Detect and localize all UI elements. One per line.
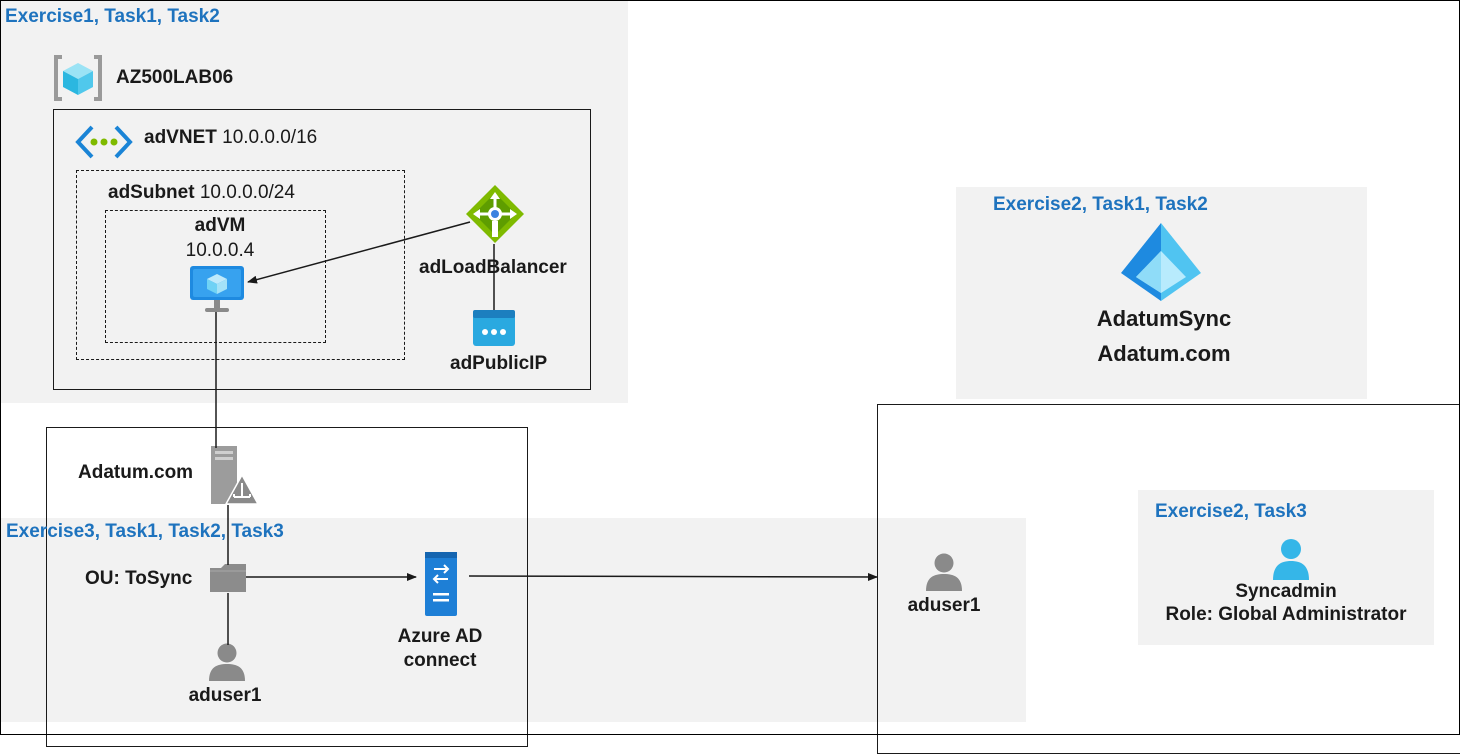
virtual-machine-icon xyxy=(190,266,244,312)
resource-group-icon xyxy=(54,55,102,101)
azure-ad-connect-label-line2: connect xyxy=(403,650,477,671)
vnet-box xyxy=(53,109,591,390)
subnet-label: adSubnet 10.0.0.0/24 xyxy=(108,182,295,204)
load-balancer-icon xyxy=(466,185,524,243)
vnet-name: adVNET xyxy=(144,127,217,148)
subnet-name: adSubnet xyxy=(108,182,195,203)
exercise3-heading: Exercise3, Task1, Task2, Task3 xyxy=(6,521,284,542)
on-prem-domain-label: Adatum.com xyxy=(78,462,194,483)
admin-user-icon xyxy=(1273,539,1309,580)
admin-user-role: Role: Global Administrator xyxy=(1165,604,1407,625)
azure-ad-icon xyxy=(1121,223,1201,301)
vnet-label: adVNET 10.0.0.0/16 xyxy=(144,127,317,149)
local-user-icon xyxy=(209,643,245,681)
tenant-name: AdatumSync xyxy=(1096,306,1232,331)
load-balancer-label: adLoadBalancer xyxy=(419,257,567,278)
resource-group-label: AZ500LAB06 xyxy=(116,67,234,88)
admin-user-name: Syncadmin xyxy=(1235,581,1337,602)
exercise2-user-heading: Exercise2, Task3 xyxy=(1155,501,1307,522)
exercise3-panel xyxy=(0,518,1026,722)
vm-name: adVM xyxy=(194,215,246,236)
local-user-label: aduser1 xyxy=(188,685,262,706)
exercise1-panel xyxy=(0,0,628,403)
exercise1-heading: Exercise1, Task1, Task2 xyxy=(5,6,220,27)
tenant-box xyxy=(877,404,1460,754)
public-ip-label: adPublicIP xyxy=(450,353,548,374)
azure-ad-connect-icon xyxy=(425,552,457,616)
exercise2-tenant-heading: Exercise2, Task1, Task2 xyxy=(993,194,1208,215)
subnet-cidr: 10.0.0.0/24 xyxy=(199,182,295,203)
azure-ad-connect-label-line1: Azure AD xyxy=(397,626,483,647)
domain-server-icon xyxy=(211,446,260,505)
vm-ip: 10.0.0.4 xyxy=(185,240,255,261)
ou-label: OU: ToSync xyxy=(85,568,193,589)
cloud-user-icon xyxy=(926,553,962,591)
cloud-user-label: aduser1 xyxy=(907,595,981,616)
vnet-cidr: 10.0.0.0/16 xyxy=(222,127,318,148)
virtual-network-icon xyxy=(75,125,133,159)
public-ip-icon xyxy=(473,310,515,346)
tenant-domain: Adatum.com xyxy=(1097,341,1231,366)
folder-icon xyxy=(210,564,246,592)
